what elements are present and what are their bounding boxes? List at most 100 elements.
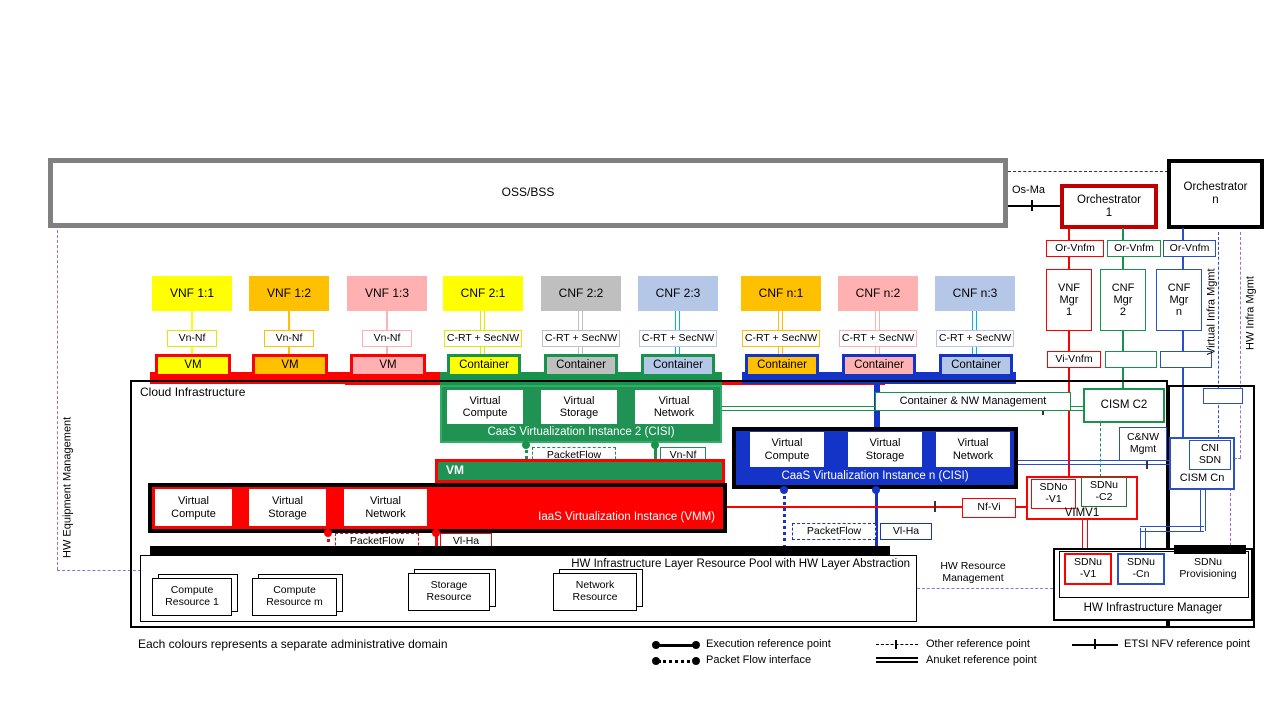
oss-bss-box: OSS/BSS [48,158,1008,228]
vi-vnfm-label: Vi-Vnfm [1047,351,1101,368]
cnf-mgr-n-box: CNF Mgr n [1156,269,1202,331]
hw-resource-mgmt-dashed-line [917,588,1053,589]
iaas-vlha-dot-top [432,529,440,537]
os-ma-label: Os-Ma [1012,184,1045,196]
hw-abstraction-bar [150,546,890,555]
hw-equipment-mgmt-dashed-v [57,230,58,570]
nf-box-cnf21: CNF 2:1 [443,276,523,311]
or-vnfm-label-2: Or-Vnfm [1107,240,1161,257]
legend-anuket-line [876,657,918,663]
os-ma-tick [1031,200,1033,211]
nf-box-vnf12: VNF 1:2 [249,276,329,311]
or-vnfm-label-1: Or-Vnfm [1046,240,1104,257]
nf-vi-line [727,506,1026,508]
caasn-label: CaaS Virtualization Instance n (CISI) [781,470,969,482]
caas2-label: CaaS Virtualization Instance 2 (CISI) [487,426,675,438]
cism-cn-label: CISM Cn [1179,472,1225,484]
caas2-virtual-compute: Virtual Compute [447,390,523,424]
iaas-virtual-compute: Virtual Compute [155,489,232,526]
caasn-virtual-storage: Virtual Storage [848,432,922,467]
hw-equipment-mgmt-dashed-h [57,570,141,571]
hw-infra-mgmt-dashed-jog [1230,458,1241,459]
iaas-virtual-storage: Virtual Storage [249,489,326,526]
legend-etsi-tick [1094,639,1096,649]
caasn-vlha-label: Vl-Ha [880,523,932,540]
legend-packetflow-line [658,660,696,663]
caasn-packetflow-label: PacketFlow [792,523,876,540]
legend-execution-label: Execution reference point [706,638,831,650]
caas2-virtual-network: Virtual Network [635,390,713,424]
footnote: Each colours represents a separate admin… [138,637,448,651]
iaas-vlha-line [435,532,438,549]
legend-execution-line [656,644,696,647]
vm-on-iaas-bar [435,459,725,483]
oss-bss-label: OSS/BSS [501,185,555,200]
container-box-n1: Container [745,354,819,377]
legend-etsi-label: ETSI NFV reference point [1124,638,1250,650]
ref-label-cnf21: C-RT + SecNW [444,330,522,347]
vm-on-iaas-label: VM [446,463,464,477]
hw-resource-mgmt-label: HW Resource Management [940,560,1006,584]
vimv1-label: VIMV1 [1064,507,1100,519]
sdnu-v1-box: SDNu -V1 [1064,553,1112,585]
sdnu-provisioning-bar [1174,545,1246,554]
ref-label-cnf22: C-RT + SecNW [542,330,620,347]
cloud-infrastructure-label: Cloud Infrastructure [140,385,246,399]
nf-box-cnfn3: CNF n:3 [935,276,1015,311]
storage-resource-box: Storage Resource [408,573,490,611]
nf-box-cnfn2: CNF n:2 [838,276,918,311]
vi-vnfm-empty-blue-box [1160,351,1212,368]
ref-label-cnfn2: C-RT + SecNW [839,330,917,347]
cism-c2-sdnu-dashed-line [1100,423,1101,477]
cnf-mgr-2-box: CNF Mgr 2 [1100,269,1146,331]
ref-label-cnfn1: C-RT + SecNW [742,330,820,347]
container-box-22: Container [544,354,618,377]
ref-label-vnf11: Vn-Nf [167,330,217,347]
container-box-n3: Container [939,354,1013,377]
vi-vnfm-empty-green-box [1105,351,1157,368]
caasn-cism-tick [1146,456,1148,469]
small-blue-empty-box [1203,388,1243,404]
vm-box-1: VM [155,354,231,377]
caas2-packetflow-dot-top [522,441,530,449]
legend-packetflow-dot-right [692,657,700,665]
container-box-n2: Container [842,354,916,377]
sdnu-cn-box: SDNu -Cn [1117,553,1165,585]
container-box-21: Container [447,354,521,377]
vnf-mgr-1-box: VNF Mgr 1 [1046,269,1092,331]
caasn-packetflow-line [783,489,786,549]
container-nw-mgmt-label: Container & NW Management [875,392,1071,411]
or-vnfm-label-n: Or-Vnfm [1163,240,1216,257]
orchestrator-n-box: Orchestrator n [1167,159,1264,229]
nf-box-vnf11: VNF 1:1 [152,276,232,311]
iaas-virtual-network: Virtual Network [344,489,427,526]
iaas-packetflow-dot-top [324,529,332,537]
legend-packetflow-dot-left [652,657,660,665]
caasn-virtual-compute: Virtual Compute [750,432,824,467]
vm-box-2: VM [252,354,328,377]
hw-infra-mgmt-dashed-line-2 [1230,458,1231,546]
hw-pool-title: HW Infrastructure Layer Resource Pool wi… [571,558,910,570]
container-box-23: Container [641,354,715,377]
orchestrator-1-box: Orchestrator 1 [1060,184,1158,229]
ref-label-vnf12: Vn-Nf [264,330,314,347]
legend-packetflow-label: Packet Flow interface [706,654,812,666]
caasn-packetflow-dot-top [780,486,788,494]
sdno-v1-box: SDNo -V1 [1031,479,1076,509]
vimv1-sdnuv1-line [1082,520,1088,553]
cismcn-sdnucn-line-v1 [1200,490,1206,531]
hw-infra-manager-label: HW Infrastructure Manager [1083,602,1223,614]
caasn-virtual-network: Virtual Network [936,432,1010,467]
iaas-label: IaaS Virtualization Instance (VMM) [538,511,715,523]
legend-other-tick [895,640,897,649]
nf-vi-tick [934,501,936,512]
ref-label-vnf13: Vn-Nf [362,330,412,347]
nf-box-cnf22: CNF 2:2 [541,276,621,311]
os-ma-line [1008,205,1060,207]
nf-box-cnf23: CNF 2:3 [638,276,718,311]
vm-box-3: VM [350,354,426,377]
nf-vi-label: Nf-Vi [962,498,1016,518]
compute-resource-m-box: Compute Resource m [252,578,337,616]
hw-infra-mgmt-dashed-line [1240,232,1241,458]
